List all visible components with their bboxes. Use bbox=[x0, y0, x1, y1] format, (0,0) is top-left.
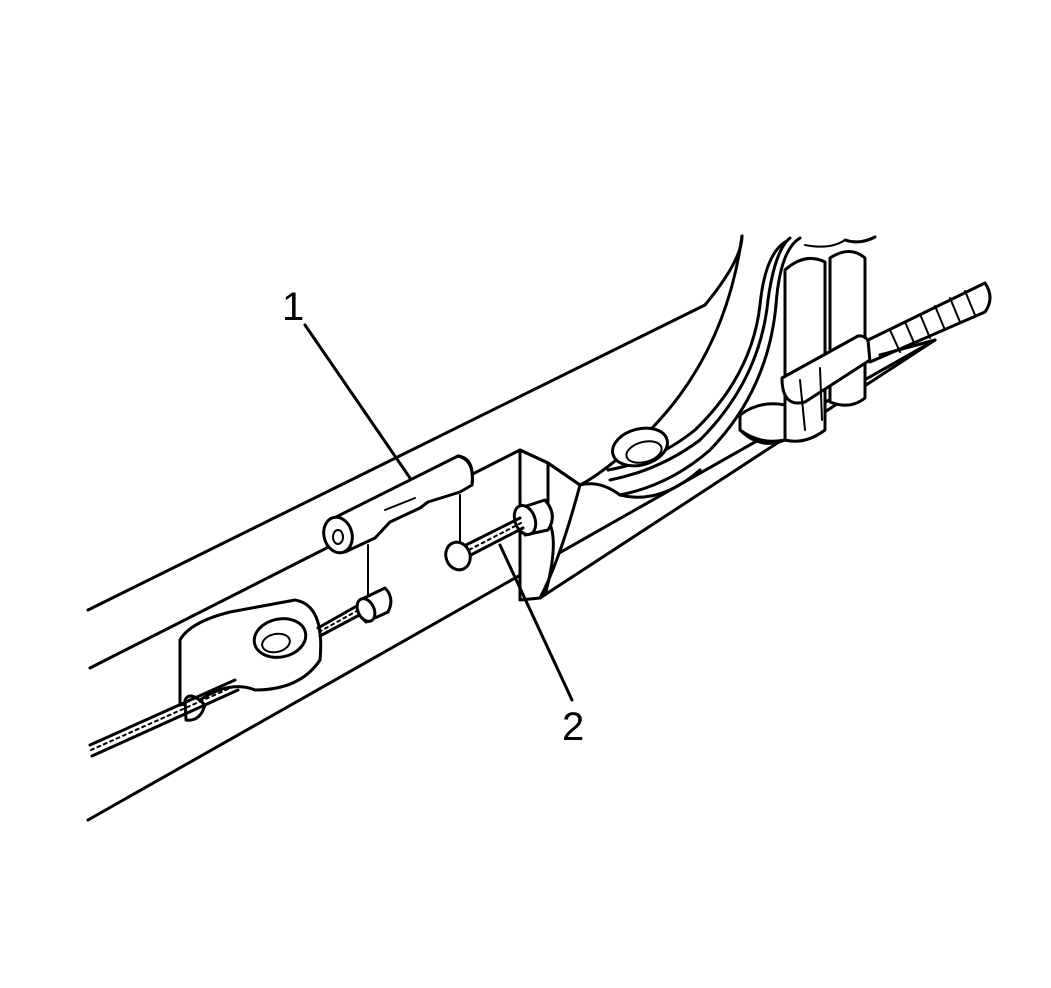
cable-guide-assembly bbox=[738, 250, 992, 445]
left-cable-bracket bbox=[178, 598, 323, 722]
cable-mount-block bbox=[518, 338, 937, 602]
cable-stud bbox=[444, 498, 554, 572]
leader-lines bbox=[303, 323, 574, 702]
cable-retaining-clip bbox=[322, 454, 474, 596]
pillar-bracket bbox=[578, 234, 877, 497]
cable-end-fitting bbox=[355, 586, 393, 624]
callout-2-label: 2 bbox=[562, 705, 584, 749]
callout-1-label: 1 bbox=[282, 285, 304, 329]
